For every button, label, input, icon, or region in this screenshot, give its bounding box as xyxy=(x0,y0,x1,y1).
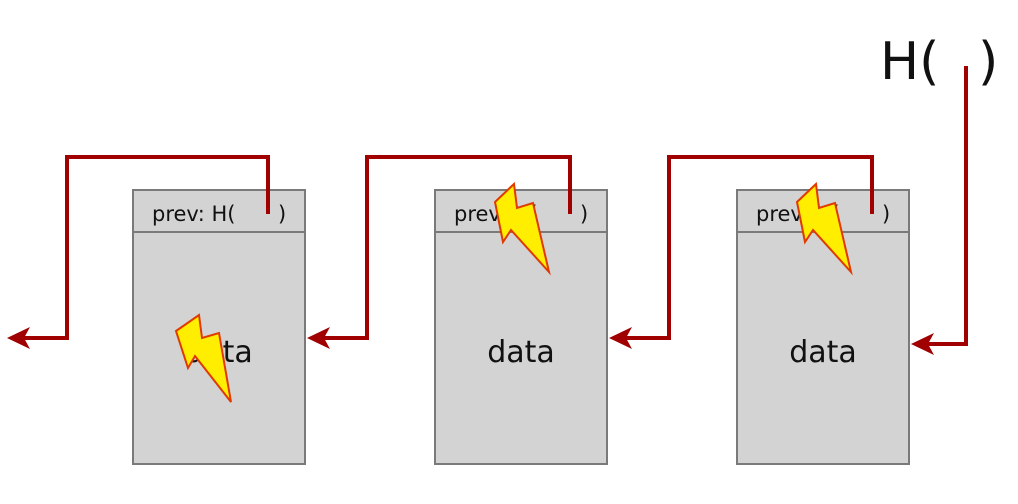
arrow-left-icon xyxy=(609,327,632,349)
block-2-prev-close: ) xyxy=(580,202,588,226)
block-1-header xyxy=(132,189,306,233)
block-3: prev: H( ) data xyxy=(736,181,910,465)
block-1-body xyxy=(132,189,306,465)
block-3-prev-close: ) xyxy=(882,202,890,226)
arrow-left-icon xyxy=(911,333,934,355)
block-1: prev: H( ) data xyxy=(132,189,306,465)
block-2-prev-link xyxy=(324,155,572,340)
arrow-left-icon xyxy=(7,327,30,349)
head-hash: H( ) xyxy=(880,32,998,92)
head-hash-label-open: H( xyxy=(880,32,939,92)
head-hash-label-close: ) xyxy=(978,32,998,92)
block-3-prev-link xyxy=(626,155,874,340)
block-3-data-label: data xyxy=(789,335,857,370)
block-1-prev-link xyxy=(24,155,270,340)
arrow-left-icon xyxy=(307,327,330,349)
block-2-data-label: data xyxy=(487,335,555,370)
lightning-bolt-icon xyxy=(174,313,232,403)
lightning-bolt-icon xyxy=(795,181,853,276)
block-2: prev: H( ) data xyxy=(434,181,608,465)
head-pointer-link xyxy=(928,66,968,346)
block-1-prev-close: ) xyxy=(278,202,286,226)
block-1-prev-label: prev: H( xyxy=(152,202,235,226)
hash-pointer-links xyxy=(7,66,968,355)
lightning-bolt-icon xyxy=(493,181,551,276)
